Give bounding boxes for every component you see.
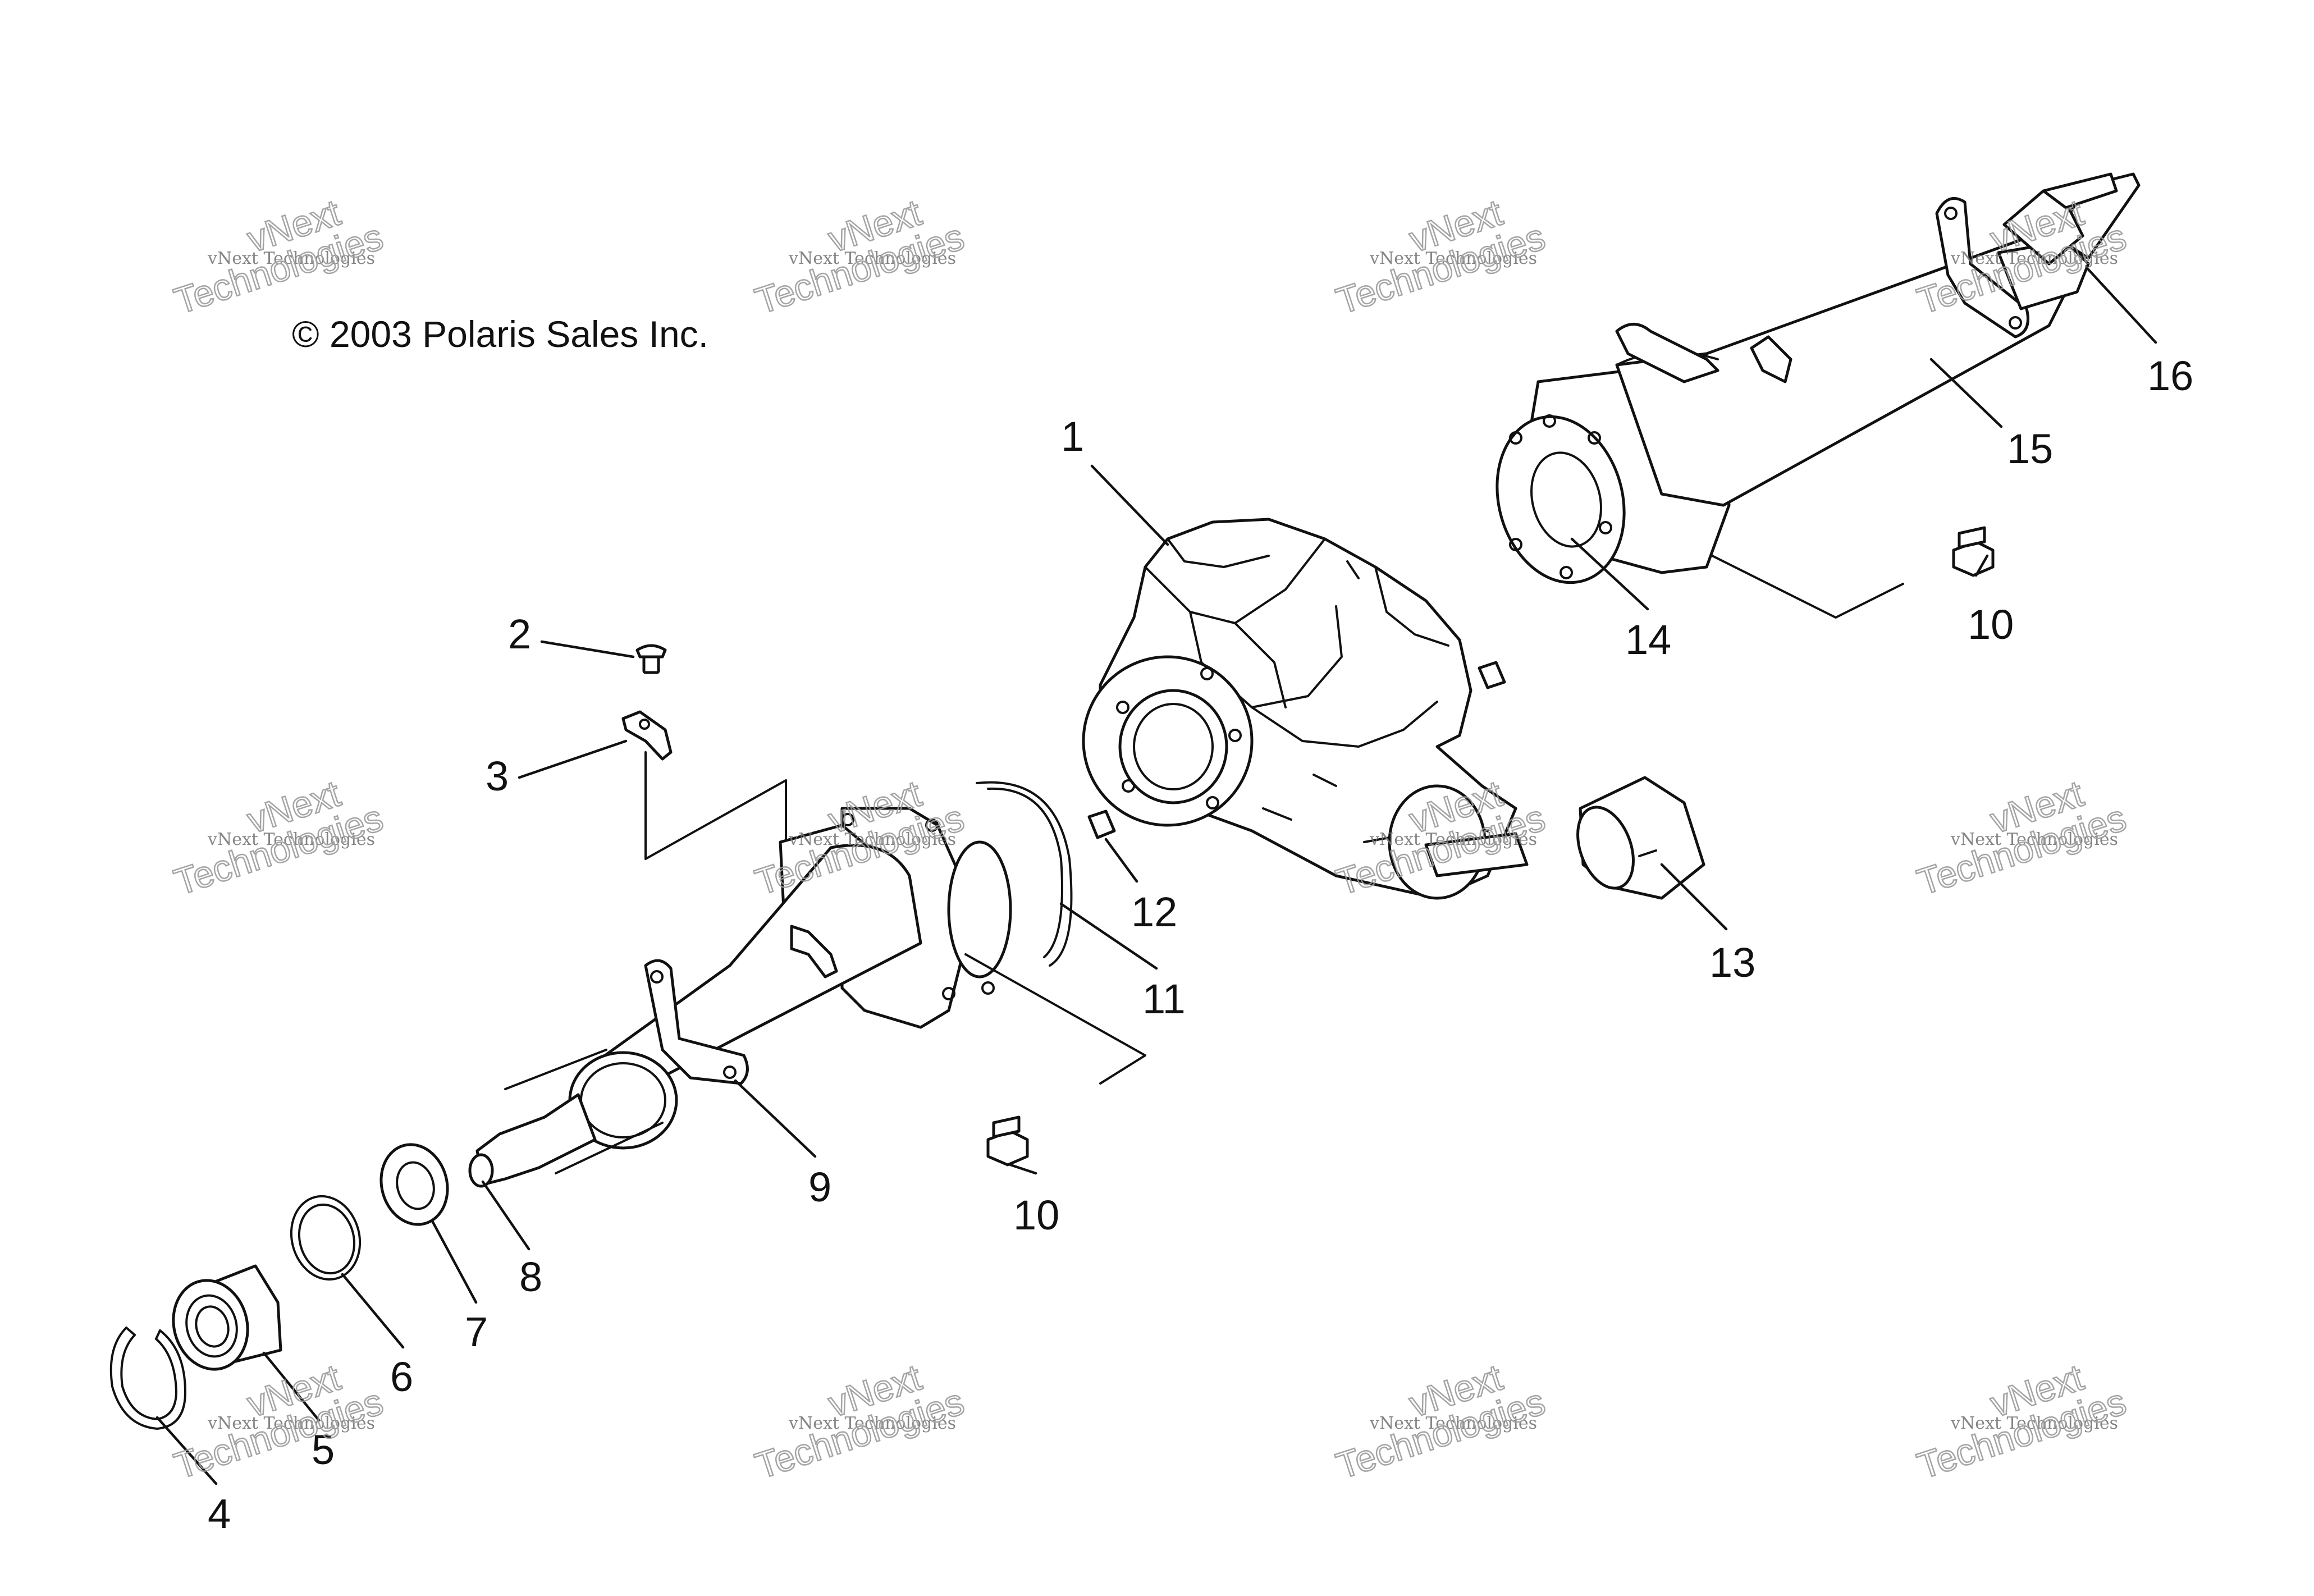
part-7-washer bbox=[379, 1143, 449, 1226]
part-8-axle-shaft bbox=[468, 1049, 664, 1188]
part-4-retaining-ring bbox=[109, 1327, 186, 1430]
svg-text:vNext Technologies: vNext Technologies bbox=[1369, 1414, 1537, 1433]
callout-10-lower: 10 bbox=[1013, 1192, 1059, 1238]
callout-1: 1 bbox=[1061, 413, 1084, 460]
svg-text:vNext Technologies: vNext Technologies bbox=[207, 249, 375, 268]
watermark: vNext Technologies vNext Technologies bbox=[168, 1356, 388, 1488]
callout-10-upper: 10 bbox=[1968, 601, 2014, 648]
watermark: vNext Technologies vNext Technologies bbox=[749, 1356, 969, 1488]
callout-2: 2 bbox=[508, 611, 531, 657]
callout-8: 8 bbox=[519, 1254, 542, 1300]
callout-numbers: 1 2 3 4 5 6 7 8 9 10 10 11 12 13 14 15 1… bbox=[208, 353, 2193, 1537]
svg-text:vNext Technologies: vNext Technologies bbox=[1369, 249, 1537, 268]
svg-text:vNext Technologies: vNext Technologies bbox=[1950, 1414, 2118, 1433]
part-10-bolt-lower bbox=[986, 1115, 1029, 1167]
part-6-snap-ring bbox=[290, 1195, 362, 1281]
callout-3: 3 bbox=[486, 753, 509, 799]
callout-14: 14 bbox=[1625, 616, 1671, 663]
part-5-bearing bbox=[172, 1264, 282, 1371]
bracket-line-9-10 bbox=[964, 953, 1146, 1085]
watermark: vNext Technologies vNext Technologies bbox=[1911, 772, 2132, 904]
watermark: vNext Technologies vNext Technologies bbox=[168, 772, 388, 904]
callout-7: 7 bbox=[465, 1309, 488, 1355]
part-3-clip bbox=[621, 710, 673, 761]
part-2-screw bbox=[635, 644, 667, 674]
callout-13: 13 bbox=[1709, 939, 1755, 986]
callout-6: 6 bbox=[390, 1353, 413, 1400]
part-12b-dowel-pin bbox=[1478, 661, 1506, 689]
watermark: vNext Technologies vNext Technologies bbox=[749, 191, 969, 323]
svg-text:vNext Technologies: vNext Technologies bbox=[207, 830, 375, 849]
leader-lines bbox=[156, 268, 2157, 1485]
callout-4: 4 bbox=[208, 1490, 231, 1537]
svg-text:vNext Technologies: vNext Technologies bbox=[1950, 830, 2118, 849]
part-13-coupler bbox=[1576, 776, 1705, 900]
callout-16: 16 bbox=[2147, 353, 2193, 399]
callout-9: 9 bbox=[808, 1164, 831, 1210]
watermark: vNext Technologies vNext Technologies bbox=[1330, 1356, 1551, 1488]
svg-text:vNext Technologies: vNext Technologies bbox=[788, 1414, 956, 1433]
svg-text:vNext Technologies: vNext Technologies bbox=[207, 1414, 375, 1433]
watermark: vNext Technologies vNext Technologies bbox=[168, 191, 388, 323]
callout-12: 12 bbox=[1131, 889, 1177, 935]
part-11-o-ring bbox=[976, 781, 1073, 967]
part-1-gearcase-housing bbox=[1082, 518, 1529, 900]
watermark: vNext Technologies vNext Technologies bbox=[1911, 1356, 2132, 1488]
part-12-dowel-pin bbox=[1087, 810, 1116, 839]
part-9-axle-housing bbox=[568, 807, 1012, 1150]
watermark: vNext Technologies vNext Technologies bbox=[1330, 191, 1551, 323]
svg-text:vNext Technologies: vNext Technologies bbox=[1950, 249, 2118, 268]
bracket-line-14-10 bbox=[1689, 543, 1904, 619]
callout-5: 5 bbox=[312, 1426, 335, 1473]
callout-15: 15 bbox=[2007, 426, 2053, 472]
part-10-bolt-upper bbox=[1952, 526, 1995, 577]
svg-text:vNext Technologies: vNext Technologies bbox=[1369, 830, 1537, 849]
svg-text:vNext Technologies: vNext Technologies bbox=[788, 830, 956, 849]
copyright-text: © 2003 Polaris Sales Inc. bbox=[292, 313, 708, 355]
svg-text:vNext Technologies: vNext Technologies bbox=[788, 249, 956, 268]
part-16-axle-shaft bbox=[2002, 172, 2118, 266]
callout-11: 11 bbox=[1142, 976, 1186, 1022]
